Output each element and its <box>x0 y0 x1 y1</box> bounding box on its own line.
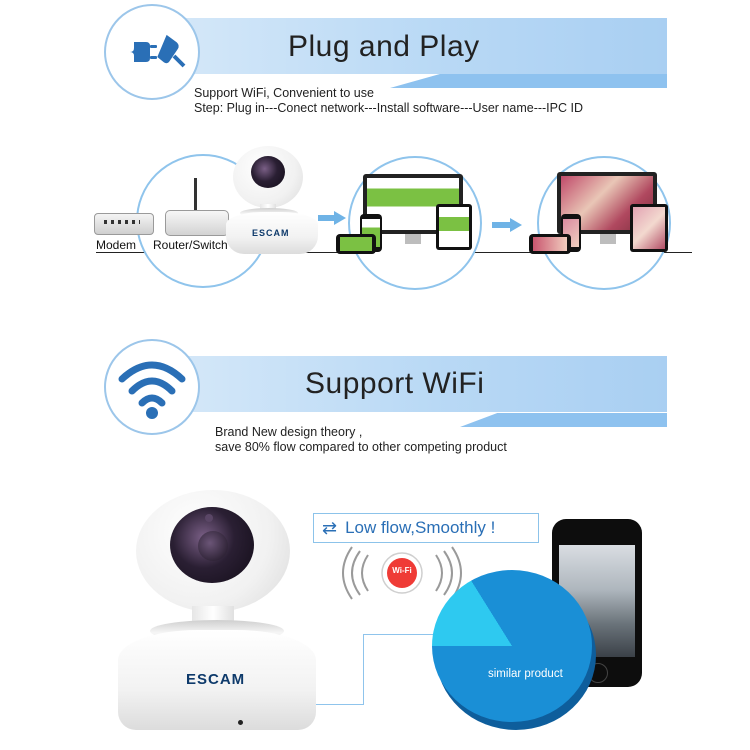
camera-base-small <box>226 212 318 254</box>
camera-logo-large: ESCAM <box>186 671 246 688</box>
plug-play-banner-tail <box>390 74 667 88</box>
app-monitor-stand <box>405 234 421 244</box>
camera-lens-small <box>251 156 285 188</box>
flow-pie-chart <box>432 570 592 722</box>
camera-mic-hole <box>238 720 243 725</box>
camera-lens-ir-dot <box>205 514 213 522</box>
flow-arrow-2-head <box>510 218 522 232</box>
plug-play-desc-line2: Step: Plug in---Conect network---Install… <box>194 101 583 115</box>
wifi-desc-line2: save 80% flow compared to other competin… <box>215 440 507 454</box>
live-monitor-stand <box>600 234 616 244</box>
wifi-icon-badge <box>104 339 200 435</box>
router-device <box>165 210 229 236</box>
modem-leds <box>104 220 140 224</box>
modem-device <box>94 213 154 235</box>
wifi-desc-line1: Brand New design theory , <box>215 425 363 439</box>
low-flow-text: Low flow,Smoothly ! <box>345 518 496 537</box>
app-tablet-screen <box>439 207 469 247</box>
wifi-title: Support WiFi <box>305 367 485 400</box>
router-antenna <box>194 178 197 214</box>
modem-label: Modem <box>96 238 137 252</box>
camera-lens-center <box>198 531 228 561</box>
flow-arrow-2-bar <box>492 222 512 228</box>
camera-logo-small: ESCAM <box>252 228 290 238</box>
live-phone-2-screen <box>533 237 567 251</box>
plug-play-banner <box>150 18 667 74</box>
connector-bottom <box>310 704 364 705</box>
plug-play-desc-line1: Support WiFi, Convenient to use <box>194 86 374 100</box>
swap-arrows-icon: ⇄ <box>322 517 338 538</box>
app-phone-2-screen <box>340 237 372 251</box>
wifi-badge-text: Wi-Fi <box>392 566 412 575</box>
camera-base-large <box>118 630 316 730</box>
router-label: Router/Switch <box>153 238 228 252</box>
flow-arrow-1-bar <box>318 215 336 221</box>
plug-icon-badge <box>104 4 200 100</box>
live-tablet-screen <box>633 207 665 249</box>
plug-play-title: Plug and Play <box>288 30 480 63</box>
connector-top <box>363 634 449 635</box>
flow-arrow-1-head <box>334 211 346 225</box>
connector-vertical <box>363 634 364 704</box>
wifi-signal-waves <box>342 546 462 600</box>
wifi-icon <box>118 361 186 419</box>
pie-label: similar product <box>488 668 563 680</box>
low-flow-callout: ⇄ Low flow,Smoothly ! <box>313 513 539 543</box>
wifi-banner-tail <box>460 413 667 427</box>
wifi-banner <box>150 356 667 412</box>
plug-icon <box>120 34 186 68</box>
